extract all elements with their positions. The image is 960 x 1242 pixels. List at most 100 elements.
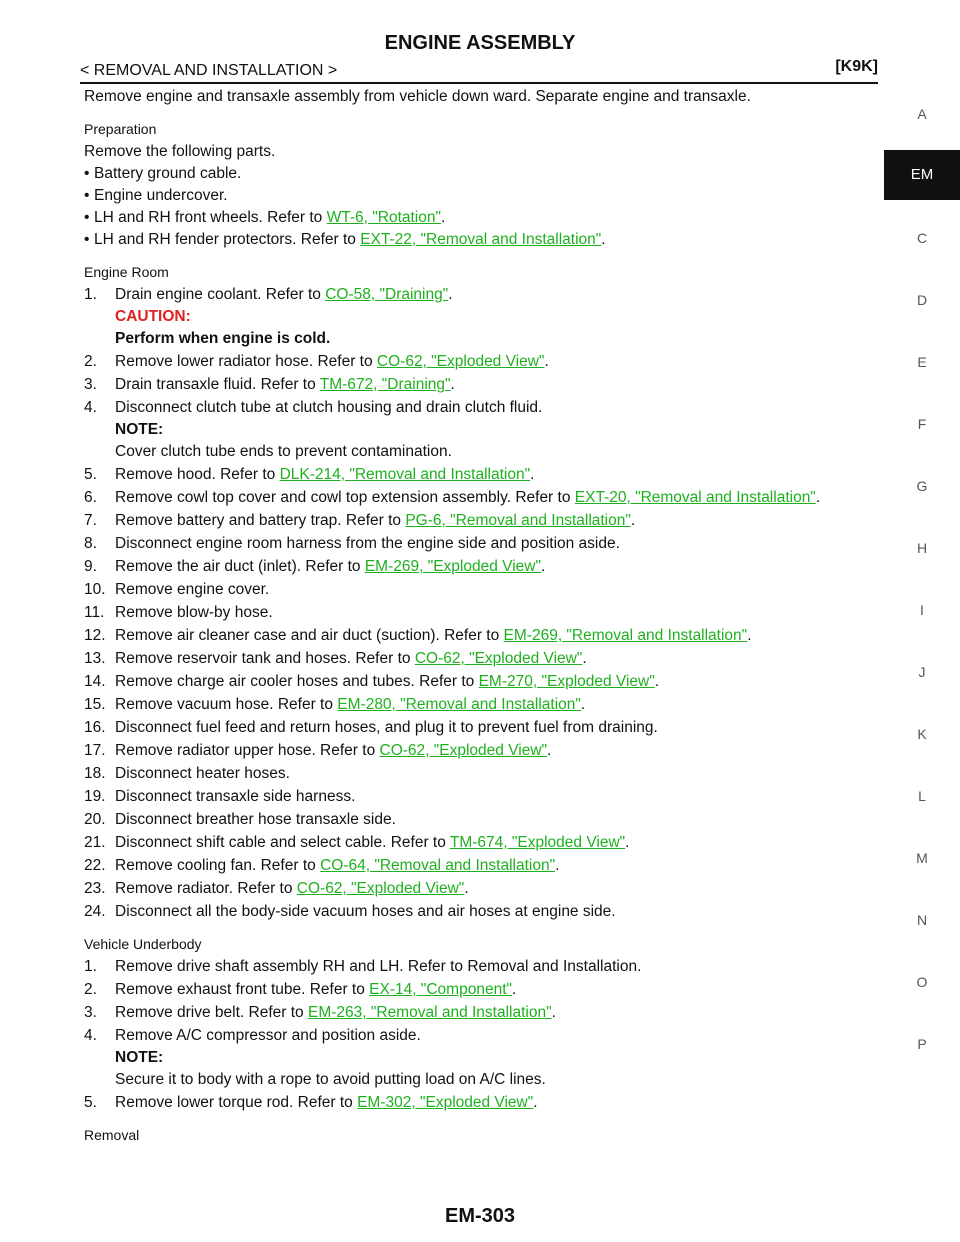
reference-link[interactable]: TM-672, "Draining" bbox=[319, 376, 451, 393]
step-number: 7. bbox=[84, 512, 97, 529]
step-tail: . bbox=[530, 466, 535, 483]
step-number: 3. bbox=[84, 376, 97, 393]
step-number: 13. bbox=[84, 650, 106, 667]
caution-label: CAUTION: bbox=[115, 308, 191, 325]
step-text: Remove drive belt. Refer to bbox=[115, 1004, 308, 1021]
step-number: 2. bbox=[84, 353, 97, 370]
step-tail: . bbox=[555, 857, 560, 874]
reference-link[interactable]: CO-62, "Exploded View" bbox=[296, 880, 465, 897]
model-code: [K9K] bbox=[835, 58, 878, 75]
side-index: A C D E F G H I J K L M N O P bbox=[884, 100, 960, 1092]
side-index-letter-h[interactable]: H bbox=[916, 540, 928, 556]
reference-link[interactable]: CO-62, "Exploded View" bbox=[379, 742, 548, 759]
step-number: 19. bbox=[84, 788, 106, 805]
step-text: Remove cowl top cover and cowl top exten… bbox=[115, 489, 575, 506]
step-number: 5. bbox=[84, 466, 97, 483]
page-number: EM-303 bbox=[444, 1205, 516, 1227]
reference-link[interactable]: EM-270, "Exploded View" bbox=[478, 673, 655, 690]
note-text: Cover clutch tube ends to prevent contam… bbox=[115, 443, 452, 460]
step-number: 21. bbox=[84, 834, 106, 851]
step-tail: . bbox=[630, 512, 636, 529]
reference-link[interactable]: EM-269, "Removal and Installation" bbox=[503, 627, 748, 644]
step-text: Remove engine cover. bbox=[115, 581, 270, 598]
section-heading-preparation: Preparation bbox=[84, 121, 157, 137]
side-index-letter-a[interactable]: A bbox=[917, 106, 927, 122]
side-index-letter-f[interactable]: F bbox=[917, 416, 927, 432]
step-number: 3. bbox=[84, 1004, 97, 1021]
side-index-letter-j[interactable]: J bbox=[918, 664, 926, 680]
step-text: Battery ground cable. bbox=[94, 165, 242, 182]
step-item: 14.Remove charge air cooler hoses and tu… bbox=[84, 671, 874, 693]
side-index-letter-o[interactable]: O bbox=[916, 974, 928, 990]
reference-link[interactable]: EXT-22, "Removal and Installation" bbox=[360, 231, 602, 248]
caution-text: Perform when engine is cold. bbox=[115, 330, 331, 347]
note-label: NOTE: bbox=[115, 421, 164, 438]
note-label: NOTE: bbox=[115, 1049, 164, 1066]
reference-link[interactable]: CO-62, "Exploded View" bbox=[376, 353, 545, 370]
note-text: Secure it to body with a rope to avoid p… bbox=[115, 1071, 546, 1088]
step-item: 2. Remove exhaust front tube. Refer to EX… bbox=[84, 979, 874, 1001]
list-item: LH and RH front wheels. Refer to WT-6, "… bbox=[84, 207, 874, 229]
step-number: 1. bbox=[84, 286, 97, 303]
reference-link[interactable]: EM-269, "Exploded View" bbox=[364, 558, 541, 575]
underbody-steps: 1.Remove drive shaft assembly RH and LH.… bbox=[84, 956, 874, 1114]
step-number: 4. bbox=[84, 399, 97, 416]
step-item: 24.Disconnect all the body-side vacuum h… bbox=[84, 901, 874, 923]
reference-link[interactable]: EXT-20, "Removal and Installation" bbox=[574, 489, 816, 506]
step-item: 17.Remove radiator upper hose. Refer to … bbox=[84, 740, 874, 762]
side-index-letter-e[interactable]: E bbox=[917, 354, 927, 370]
side-index-letter-d[interactable]: D bbox=[916, 292, 928, 308]
step-number: 2. bbox=[84, 981, 97, 998]
step-item: 23.Remove radiator. Refer to CO-62, "Exp… bbox=[84, 878, 874, 900]
reference-link[interactable]: EX-14, "Component" bbox=[369, 981, 513, 998]
step-number: 18. bbox=[84, 765, 106, 782]
reference-link[interactable]: CO-64, "Removal and Installation" bbox=[320, 857, 556, 874]
step-text: Disconnect engine room harness from the … bbox=[115, 535, 620, 552]
side-index-letter-c[interactable]: C bbox=[916, 230, 928, 246]
step-tail: . bbox=[448, 286, 453, 303]
reference-link[interactable]: EM-302, "Exploded View" bbox=[357, 1094, 534, 1111]
step-item: 10.Remove engine cover. bbox=[84, 579, 874, 601]
step-text: Disconnect fuel feed and return hoses, a… bbox=[115, 719, 658, 736]
step-tail: . bbox=[815, 489, 821, 506]
section-heading-underbody: Vehicle Underbody bbox=[84, 936, 202, 952]
step-text: Remove blow-by hose. bbox=[115, 604, 273, 621]
side-index-letter-m[interactable]: M bbox=[916, 850, 928, 866]
step-text: Remove battery and battery trap. Refer t… bbox=[115, 512, 406, 529]
side-index-letter-p[interactable]: P bbox=[917, 1036, 927, 1052]
step-text: Drain transaxle fluid. Refer to bbox=[115, 376, 320, 393]
reference-link[interactable]: DLK-214, "Removal and Installation" bbox=[279, 466, 531, 483]
step-text: Remove cooling fan. Refer to bbox=[115, 857, 321, 874]
side-index-letter-l[interactable]: L bbox=[918, 788, 926, 804]
intro-text: Remove engine and transaxle assembly fro… bbox=[84, 88, 751, 105]
step-item: 13.Remove reservoir tank and hoses. Refe… bbox=[84, 648, 874, 670]
step-text: Engine undercover. bbox=[94, 187, 228, 204]
step-tail: . bbox=[654, 673, 660, 690]
step-text: Remove hood. Refer to bbox=[115, 466, 280, 483]
side-index-letter-k[interactable]: K bbox=[917, 726, 927, 742]
step-number: 23. bbox=[84, 880, 106, 897]
side-index-letter-g[interactable]: G bbox=[916, 478, 928, 494]
side-index-active-tab[interactable]: EM bbox=[884, 150, 960, 200]
reference-link[interactable]: TM-674, "Exploded View" bbox=[449, 834, 626, 851]
preparation-list: Battery ground cable. Engine undercover. L… bbox=[84, 163, 874, 251]
step-number: 4. bbox=[84, 1027, 97, 1044]
reference-link[interactable]: EM-263, "Removal and Installation" bbox=[307, 1004, 552, 1021]
step-item: 3. Drain transaxle fluid. Refer to TM-672… bbox=[84, 374, 874, 396]
page-title: ENGINE ASSEMBLY bbox=[384, 32, 576, 54]
step-text: Disconnect heater hoses. bbox=[115, 765, 290, 782]
step-text: Remove exhaust front tube. Refer to bbox=[115, 981, 370, 998]
side-index-letter-n[interactable]: N bbox=[916, 912, 928, 928]
step-item: 20.Disconnect breather hose transaxle si… bbox=[84, 809, 874, 831]
step-number: 11. bbox=[84, 604, 105, 621]
step-number: 5. bbox=[84, 1094, 97, 1111]
reference-link[interactable]: WT-6, "Rotation" bbox=[326, 209, 441, 226]
reference-link[interactable]: CO-58, "Draining" bbox=[325, 286, 449, 303]
step-tail: . bbox=[440, 209, 446, 226]
step-number: 17. bbox=[84, 742, 106, 759]
reference-link[interactable]: PG-6, "Removal and Installation" bbox=[405, 512, 631, 529]
reference-link[interactable]: CO-62, "Exploded View" bbox=[414, 650, 583, 667]
step-text: Remove drive shaft assembly RH and LH. R… bbox=[115, 958, 642, 975]
side-index-letter-i[interactable]: I bbox=[920, 602, 924, 618]
reference-link[interactable]: EM-280, "Removal and Installation" bbox=[337, 696, 581, 713]
